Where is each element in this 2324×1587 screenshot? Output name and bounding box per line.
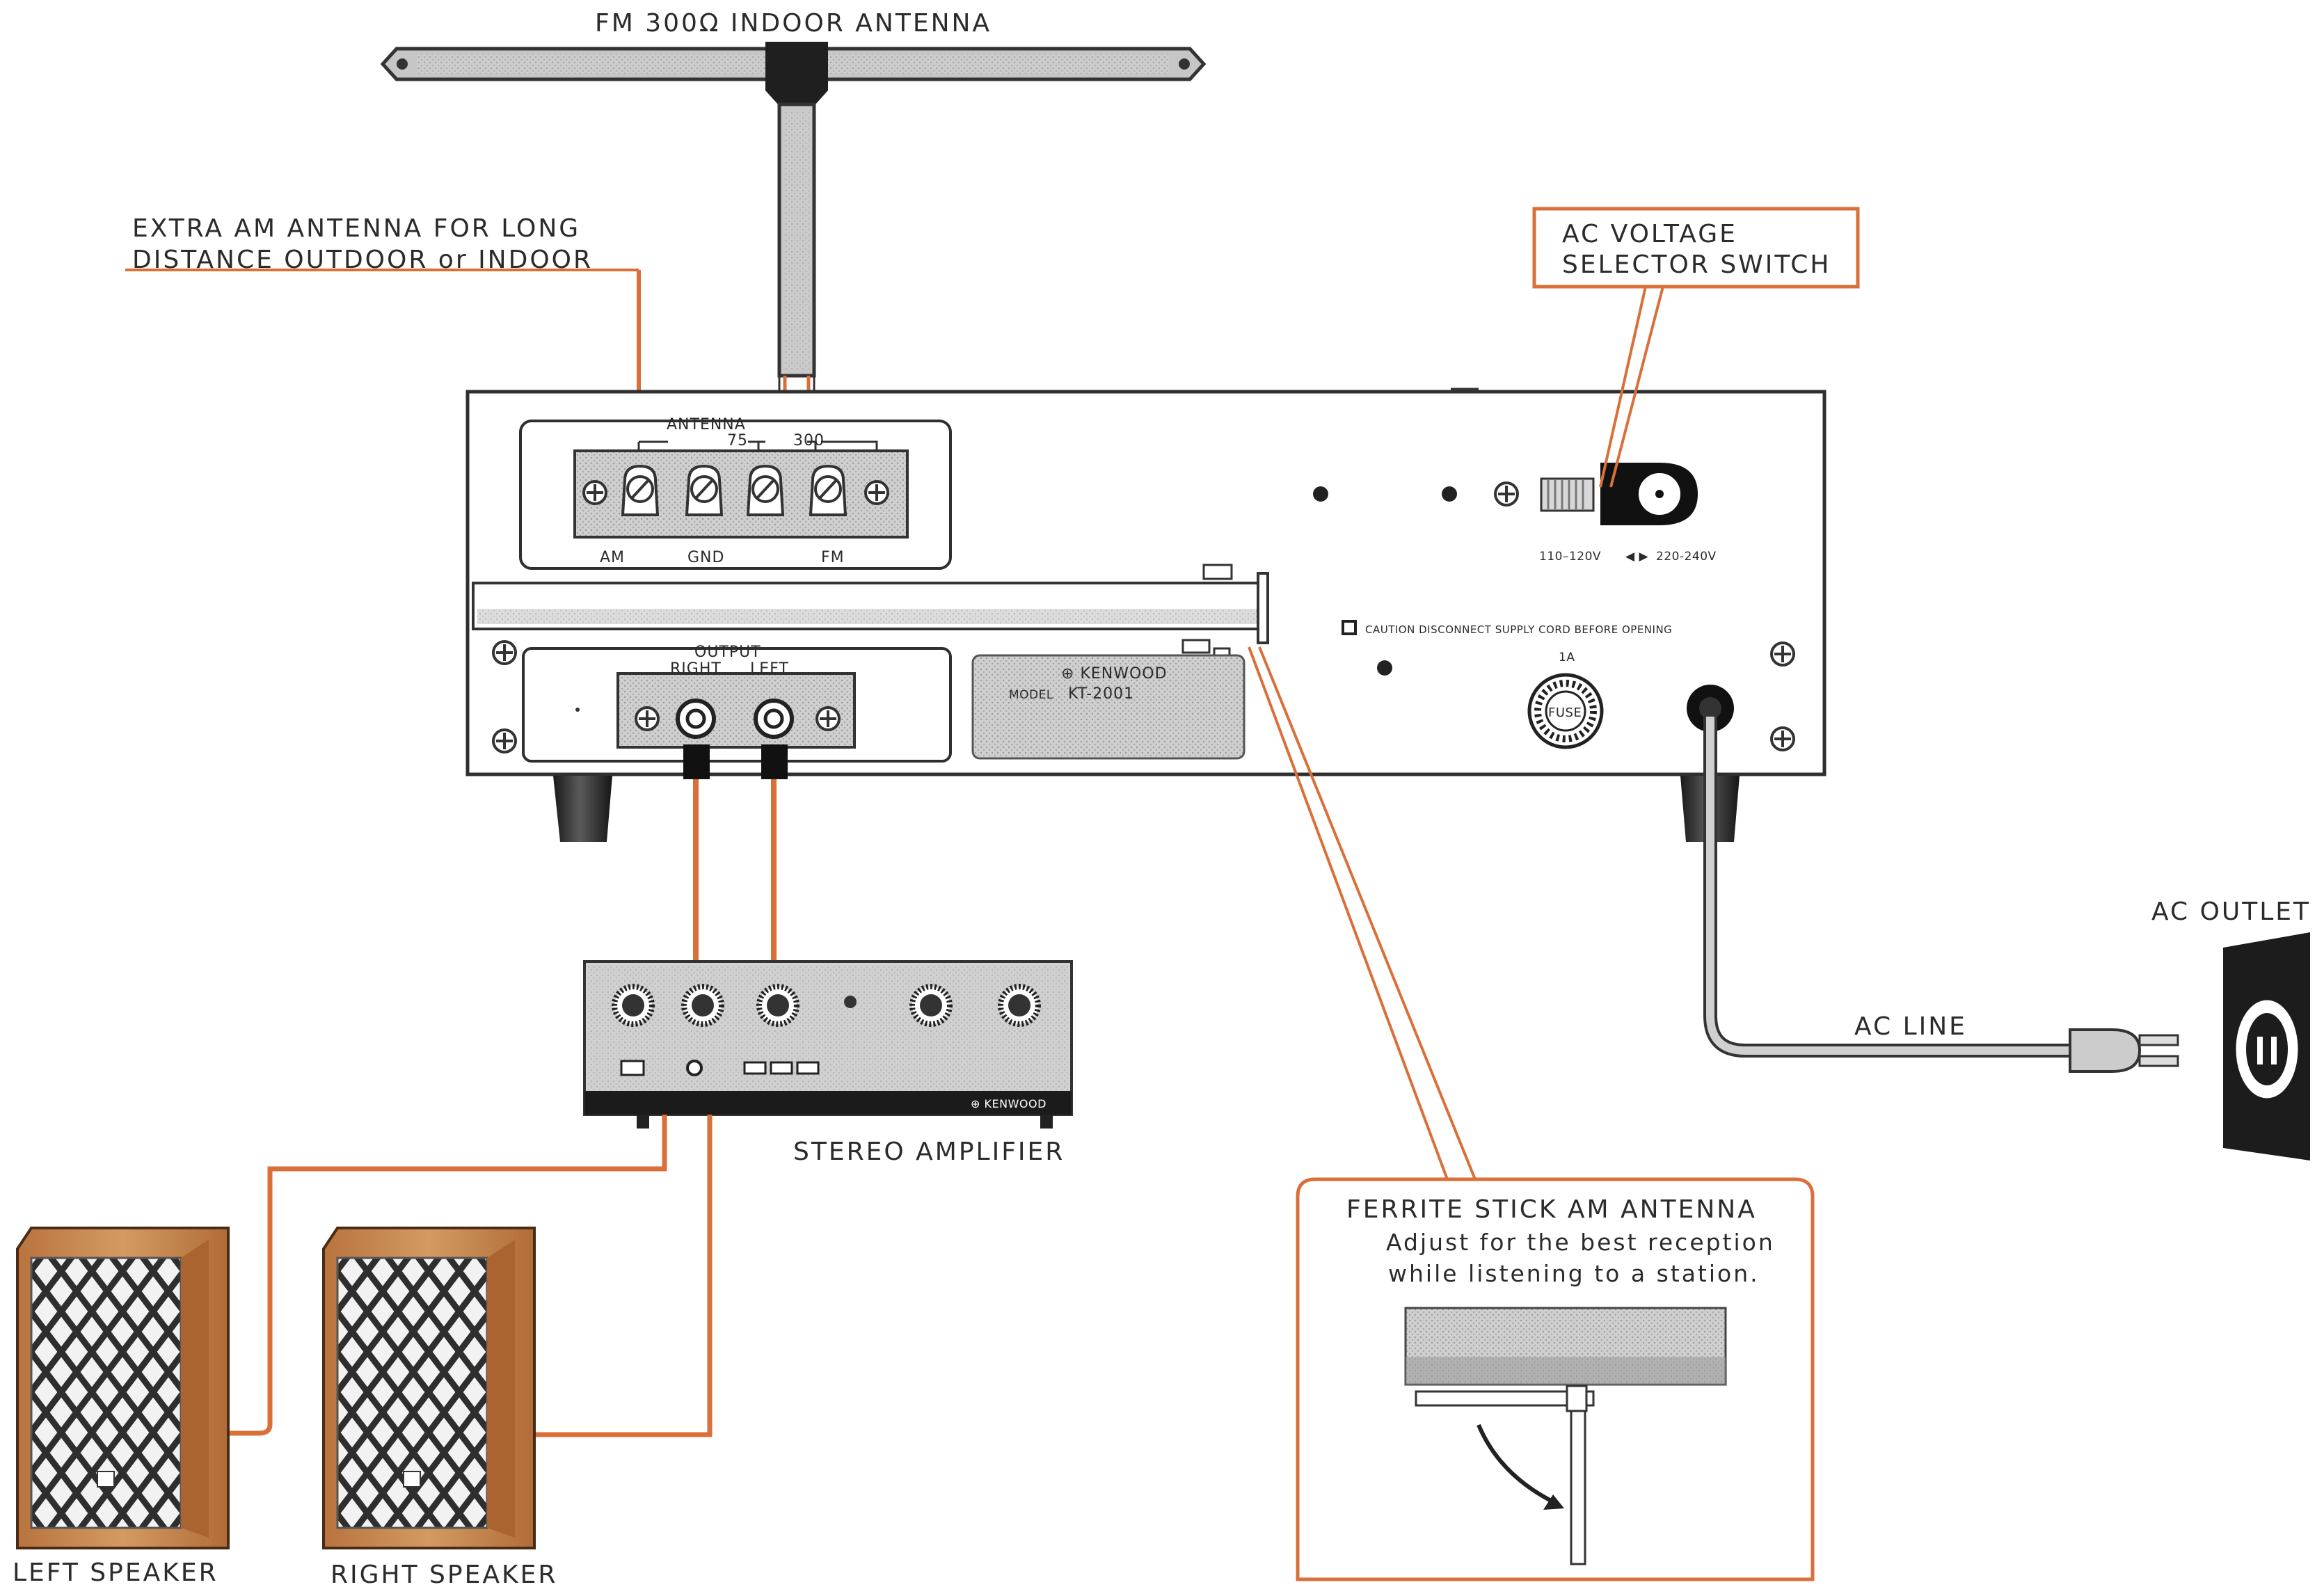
screw-icon [864,480,889,505]
left-speaker-cable [230,1115,667,1436]
amp-knob-icon[interactable] [756,984,799,1027]
ac-outlet-label: AC OUTLET [2151,898,2311,926]
screw-icon [492,640,517,665]
ac-line-label: AC LINE [1854,1012,1967,1041]
output-right-jack-icon[interactable] [676,699,716,779]
ohm-75-label: 75 [727,432,748,449]
ferrite-instruction-line1: Adjust for the best reception [1386,1229,1775,1256]
fm-indoor-antenna [380,42,1207,437]
left-speaker [16,1227,230,1549]
gnd-terminal-icon[interactable] [685,464,724,516]
fm-terminal-label: FM [821,549,845,566]
screw-icon [582,480,607,505]
ac-outlet-icon [2223,932,2310,1161]
screw-icon [1770,726,1795,751]
amp-knob-icon[interactable] [681,984,724,1027]
fuse-rating-label: 1A [1559,651,1575,664]
screw-icon [1494,481,1519,507]
screw-icon [492,728,517,753]
am-terminal-label: AM [600,549,625,566]
ohm-300-label: 300 [793,432,825,449]
ac-voltage-callout-box [1532,207,1860,289]
ac-line-cord [1703,717,2179,1073]
ac-voltage-label-line1: AC VOLTAGE [1562,220,1737,248]
amp-button[interactable] [743,1061,767,1075]
model-plate [971,654,1245,760]
tuner-rear-panel: ANTENNA 75 300 AM GND FM [465,388,1826,779]
tuner-foot [553,776,612,842]
fm-antenna-label: FM 300Ω INDOOR ANTENNA [595,9,992,38]
screw-icon [815,706,841,731]
stereo-amplifier: ⊕ KENWOOD [583,960,1073,1129]
gnd-terminal-label: GND [687,549,724,566]
output-label: OUTPUT [694,644,761,661]
caution-label: CAUTION DISCONNECT SUPPLY CORD BEFORE OP… [1365,623,1672,636]
voltage-low-label: 110–120V [1539,550,1601,564]
amp-knob-icon[interactable] [612,984,655,1027]
fm-terminal-right-icon[interactable] [809,464,847,516]
output-left-jack-icon[interactable] [754,699,794,779]
ac-voltage-selector-switch[interactable] [1540,463,1698,525]
amp-knob-icon[interactable] [998,984,1041,1027]
ferrite-title: FERRITE STICK AM ANTENNA [1346,1195,1757,1224]
extra-am-label-line2: DISTANCE OUTDOOR or INDOOR [132,246,593,274]
am-terminal-icon[interactable] [621,464,660,516]
model-plate-brand: ⊕ KENWOOD [1061,665,1168,683]
amp-knob-icon[interactable] [909,984,953,1027]
amp-button[interactable] [770,1061,793,1075]
amp-brand: ⊕ KENWOOD [971,1097,1046,1110]
fm-terminal-left-icon[interactable] [746,464,785,516]
left-speaker-label: LEFT SPEAKER [13,1558,218,1587]
caution-square-icon [1342,620,1357,635]
ferrite-detail-illustration [1404,1307,1727,1565]
stereo-amplifier-label: STEREO AMPLIFIER [793,1138,1065,1166]
fuse-holder-icon[interactable]: FUSE [1527,673,1604,749]
amp-button[interactable] [796,1061,820,1075]
amp-power-switch[interactable] [620,1060,645,1076]
fuse-label: FUSE [1548,705,1582,720]
voltage-arrows-icon: ◀ ▶ [1625,550,1648,564]
output-left-label: LEFT [750,660,789,678]
output-terminal-plate [616,672,856,749]
ferrite-callout-leader [1248,646,1477,1180]
screw-icon [1770,641,1795,667]
right-speaker [322,1227,536,1549]
voltage-high-label: 220-240V [1656,550,1717,564]
antenna-terminal-label: ANTENNA [667,416,746,433]
extra-am-label-line1: EXTRA AM ANTENNA FOR LONG [132,214,580,243]
ac-voltage-label-line2: SELECTOR SWITCH [1562,250,1831,279]
right-speaker-cable [536,1115,713,1437]
ferrite-instruction-line2: while listening to a station. [1388,1260,1760,1287]
amp-headphone-jack[interactable] [686,1060,703,1076]
screw-icon [635,706,660,731]
output-right-label: RIGHT [670,660,722,678]
model-plate-model: KT-2001 [1068,685,1134,703]
ac-voltage-leader [1599,286,1664,488]
right-speaker-label: RIGHT SPEAKER [331,1561,557,1587]
rotate-arrow-icon [1477,1423,1557,1505]
model-plate-model-label: MODEL [1009,688,1053,702]
